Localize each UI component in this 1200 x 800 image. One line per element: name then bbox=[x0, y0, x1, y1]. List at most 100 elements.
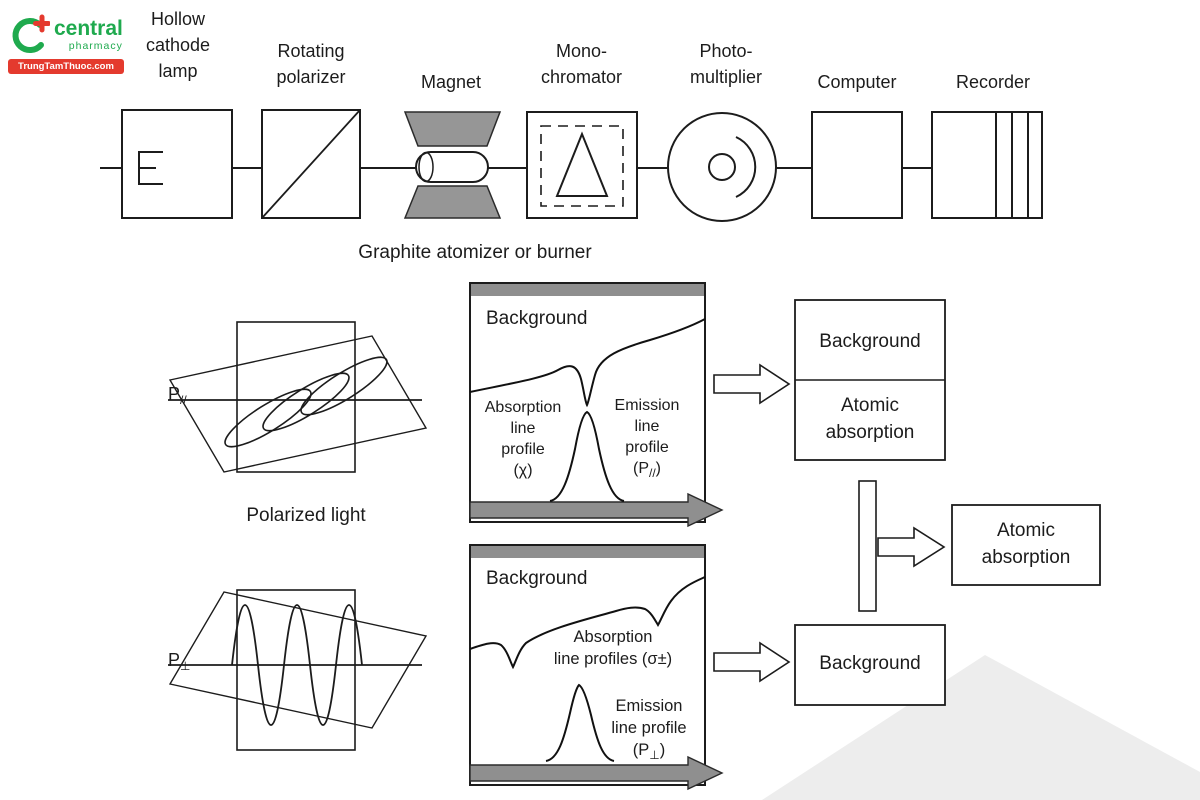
emission-bottom-line1: Emission bbox=[615, 697, 683, 715]
absorption-bottom-line2: line profiles (σ±) bbox=[553, 650, 673, 668]
magnet-label-line1: Magnet bbox=[420, 72, 482, 92]
p-perp-subscript: ⊥ bbox=[180, 659, 191, 673]
emission-bottom-symbol-close: ) bbox=[659, 741, 666, 759]
computer-label: Computer bbox=[800, 72, 914, 93]
plot-bottom-bar bbox=[471, 546, 704, 558]
plot-bottom-scan-arrow bbox=[469, 755, 724, 791]
emission-bottom-symbol-sub: ⊥ bbox=[649, 748, 660, 762]
p-parallel-wave-loop-1 bbox=[224, 388, 312, 448]
result-top-atomic-line1: Atomic bbox=[840, 395, 900, 416]
combined-result-line2: absorption bbox=[981, 547, 1071, 568]
emission-top-line1: Emission bbox=[614, 397, 680, 414]
computer-label-line1: Computer bbox=[817, 72, 897, 92]
polarizer-label: Rotating polarizer bbox=[254, 38, 368, 90]
magnet-pole-top bbox=[403, 111, 502, 147]
background-curve-top bbox=[469, 318, 706, 408]
central-pharmacy-logo-icon bbox=[12, 14, 50, 54]
emission-top-symbol-close: ) bbox=[655, 460, 661, 477]
plot-bottom-background-label: Background bbox=[486, 568, 588, 589]
emission-top-line4: (P//) bbox=[597, 458, 697, 484]
emission-top-line2: line bbox=[634, 418, 660, 435]
pharmacy-logo: central pharmacy TrungTamThuoc.com bbox=[8, 14, 128, 74]
recorder-label-line1: Recorder bbox=[955, 72, 1031, 92]
p-parallel-symbol: P bbox=[168, 384, 181, 404]
plot-bottom-box bbox=[469, 544, 706, 786]
merge-arrow bbox=[877, 526, 946, 568]
lamp-label-line1: Hollow bbox=[150, 9, 206, 29]
absorption-top-line3: profile bbox=[501, 441, 545, 458]
emission-peak-top bbox=[549, 410, 625, 502]
emission-top-symbol-open: (P bbox=[633, 460, 649, 477]
atomizer-cell bbox=[415, 151, 489, 183]
polarizer-label-line2: polarizer bbox=[276, 67, 346, 87]
absorption-top-line4: (χ) bbox=[513, 462, 533, 479]
absorption-bottom-label: Absorption line profiles (σ±) bbox=[515, 626, 711, 670]
photomultiplier-label-line2: multiplier bbox=[689, 67, 763, 87]
polarizer-diagonal bbox=[261, 109, 361, 219]
emission-peak-bottom bbox=[545, 683, 615, 762]
result-bottom-box bbox=[794, 624, 946, 706]
logo-row: central pharmacy bbox=[8, 14, 128, 56]
recorder-label: Recorder bbox=[932, 72, 1054, 93]
emission-bottom-line3: (P⊥) bbox=[569, 739, 729, 766]
logo-banner: TrungTamThuoc.com bbox=[8, 59, 124, 74]
atomizer-caption: Graphite atomizer or burner bbox=[358, 242, 592, 263]
flow-arrow-bottom bbox=[713, 641, 791, 683]
p-parallel-plane bbox=[168, 335, 428, 473]
combined-result-line1: Atomic bbox=[996, 520, 1056, 541]
absorption-top-line2: line bbox=[510, 420, 536, 437]
polarized-light-caption: Polarized light bbox=[246, 505, 366, 526]
result-top-atomic-label: Atomic absorption bbox=[795, 392, 945, 446]
p-parallel-wave-loop-3 bbox=[300, 356, 388, 416]
polarizer-label-line1: Rotating bbox=[277, 41, 345, 61]
photomultiplier-center bbox=[708, 153, 736, 181]
logo-tagline: pharmacy bbox=[68, 40, 123, 52]
p-perp-symbol: P bbox=[168, 650, 181, 670]
emission-bottom-label: Emission line profile (P⊥) bbox=[569, 695, 729, 766]
merge-bar bbox=[858, 480, 877, 612]
emission-top-label: Emission line profile (P//) bbox=[597, 395, 697, 484]
emission-top-line3: profile bbox=[625, 439, 669, 456]
magnet-pole-bottom bbox=[403, 185, 502, 219]
plot-top-background-label: Background bbox=[486, 308, 588, 329]
photomultiplier-label: Photo- multiplier bbox=[664, 38, 788, 90]
emission-top-symbol-sub: // bbox=[649, 466, 656, 480]
prism-triangle bbox=[555, 131, 609, 197]
plot-top-bar bbox=[471, 284, 704, 296]
p-perp-plane bbox=[168, 591, 428, 729]
atomizer-cell-end bbox=[418, 151, 434, 183]
monochromator-aperture bbox=[540, 125, 624, 207]
photomultiplier-label-line1: Photo- bbox=[699, 41, 753, 61]
background-curve-bottom bbox=[469, 576, 706, 670]
recorder-box bbox=[931, 111, 1043, 219]
p-perp-wave bbox=[231, 604, 363, 726]
emission-bottom-line2: line profile bbox=[611, 719, 687, 737]
emission-bottom-symbol-open: (P bbox=[632, 741, 650, 759]
monochromator-label-line2: chromator bbox=[540, 67, 623, 87]
monochromator-box bbox=[526, 111, 638, 219]
flow-arrow-top bbox=[713, 363, 791, 405]
absorption-top-label: Absorption line profile (χ) bbox=[473, 397, 573, 481]
lamp-label-line2: cathode bbox=[145, 35, 211, 55]
p-parallel-label: P// bbox=[168, 384, 187, 407]
p-parallel-box bbox=[236, 321, 356, 473]
monochromator-label-line1: Mono- bbox=[555, 41, 608, 61]
photomultiplier-arc bbox=[735, 136, 757, 198]
cathode-symbol bbox=[138, 151, 163, 185]
watermark-shape bbox=[762, 655, 1200, 800]
result-bottom-background-label: Background bbox=[819, 653, 921, 674]
computer-box bbox=[811, 111, 903, 219]
lamp-label: Hollow cathode lamp bbox=[120, 6, 236, 84]
logo-text: central pharmacy bbox=[54, 17, 123, 53]
monochromator-label: Mono- chromator bbox=[519, 38, 644, 90]
p-parallel-wave-loop-2 bbox=[262, 372, 350, 432]
magnet-label: Magnet bbox=[398, 72, 504, 93]
p-parallel-subscript: // bbox=[180, 393, 187, 407]
logo-brand: central bbox=[54, 17, 123, 40]
result-top-atomic-line2: absorption bbox=[825, 422, 915, 443]
lamp-label-line3: lamp bbox=[158, 61, 198, 81]
absorption-top-line1: Absorption bbox=[484, 399, 562, 416]
p-perp-box bbox=[236, 589, 356, 751]
